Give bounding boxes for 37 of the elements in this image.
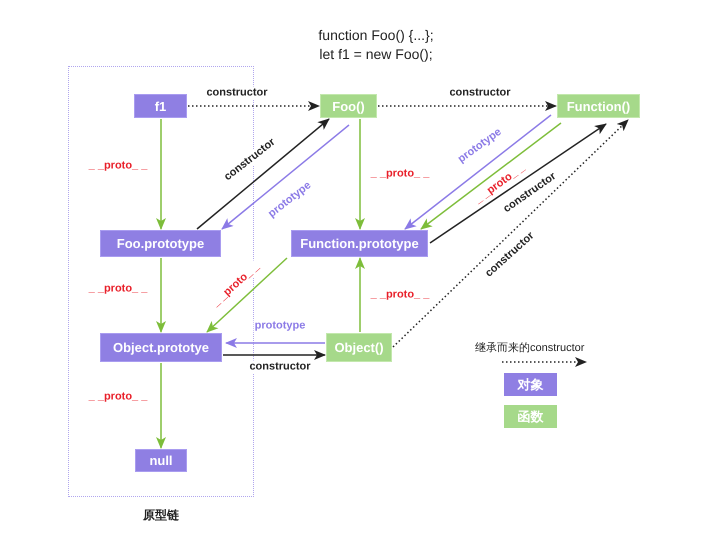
function-box: Function() <box>557 94 640 118</box>
legend-swatch: 函数 <box>504 405 557 428</box>
arrow <box>156 363 166 449</box>
edge-label: prototype <box>254 320 306 332</box>
function-box: Foo() <box>320 94 377 118</box>
object-box: f1 <box>134 94 187 118</box>
object-box: Function.prototype <box>291 230 428 257</box>
arrow <box>225 338 325 348</box>
edge-label: _ _proto_ _ <box>88 160 148 172</box>
dotted-arrow <box>378 101 557 111</box>
region-caption: 原型链 <box>142 507 180 524</box>
arrow <box>221 124 350 230</box>
arrow <box>420 122 562 230</box>
object-box: Object.prototye <box>100 333 222 362</box>
legend-text: 继承而来的constructor <box>475 341 584 355</box>
object-box: Foo.prototype <box>100 230 221 257</box>
dotted-arrow <box>188 101 320 111</box>
legend-swatch: 对象 <box>504 373 557 396</box>
function-box: Object() <box>326 333 392 362</box>
arrow <box>355 119 365 230</box>
arrow <box>196 118 330 230</box>
edge-label: constructor <box>205 86 269 100</box>
edge-label: _ _proto_ _ <box>370 168 430 180</box>
edge-label: _ _proto_ _ <box>88 282 148 296</box>
edge-label: _ _proto_ _ <box>88 390 148 404</box>
arrow <box>355 257 365 332</box>
object-box: null <box>135 449 187 472</box>
dotted-arrow <box>392 119 629 348</box>
arrow <box>404 114 552 230</box>
arrow <box>206 257 288 333</box>
title: function Foo() {...}; let f1 = new Foo(); <box>317 26 435 64</box>
arrow <box>156 119 166 230</box>
arrow <box>156 258 166 333</box>
arrow <box>430 123 607 244</box>
arrow <box>223 350 326 360</box>
edge-label: constructor <box>248 360 312 374</box>
edge-label: _ _proto_ _ <box>370 288 430 302</box>
